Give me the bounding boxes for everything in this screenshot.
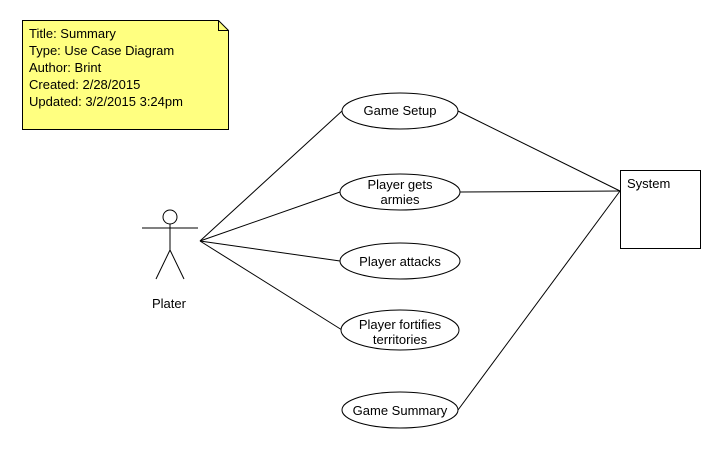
actor-stick-figure[interactable] <box>142 209 198 280</box>
use-case-label-player-gets-armies: Player gets armies <box>340 177 460 207</box>
actor-label: Plater <box>152 296 186 311</box>
assoc-game-setup-system <box>457 110 621 192</box>
note-author-line: Author: Brint <box>29 60 102 75</box>
assoc-actor-game-setup <box>199 110 343 242</box>
use-case-label-line: Game Setup <box>363 103 437 118</box>
use-case-label-line: Game Summary <box>352 403 448 418</box>
use-case-player-fortifies[interactable] <box>340 309 460 351</box>
note-shape <box>22 20 229 130</box>
assoc-game-summary-system <box>457 190 621 411</box>
use-case-player-gets-armies[interactable] <box>339 173 461 211</box>
actor-head <box>162 209 178 225</box>
use-case-label-line: armies <box>380 192 420 207</box>
note-created-line: Created: 2/28/2015 <box>29 77 141 92</box>
actor-left-leg <box>155 249 171 280</box>
system-box[interactable] <box>620 170 701 249</box>
use-case-label-game-summary: Game Summary <box>342 403 458 418</box>
note-text: Title: Summary Type: Use Case Diagram Au… <box>29 25 183 110</box>
note-title-line: Title: Summary <box>29 26 116 41</box>
use-case-label-game-setup: Game Setup <box>342 103 458 118</box>
note-type-line: Type: Use Case Diagram <box>29 43 175 58</box>
system-label: System <box>627 176 671 191</box>
assoc-actor-player-fortifies <box>199 240 343 331</box>
use-case-label-line: territories <box>372 332 428 347</box>
use-case-label-player-fortifies: Player fortifies territories <box>341 317 459 347</box>
use-case-label-line: Player attacks <box>359 254 441 269</box>
assoc-player-gets-armies-system <box>459 190 621 193</box>
actor-right-leg <box>169 249 185 280</box>
assoc-actor-player-gets-armies <box>199 191 341 242</box>
use-case-game-setup[interactable] <box>341 92 459 130</box>
use-case-label-line: Player gets <box>367 177 433 192</box>
use-case-label-line: Player fortifies <box>358 317 442 332</box>
note-updated-line: Updated: 3/2/2015 3:24pm <box>29 94 183 109</box>
use-case-game-summary[interactable] <box>341 391 459 429</box>
assoc-actor-player-attacks <box>199 240 341 262</box>
diagram-info-note[interactable]: Title: Summary Type: Use Case Diagram Au… <box>22 20 229 130</box>
use-case-player-attacks[interactable] <box>339 242 461 280</box>
use-case-label-player-attacks: Player attacks <box>340 254 460 269</box>
